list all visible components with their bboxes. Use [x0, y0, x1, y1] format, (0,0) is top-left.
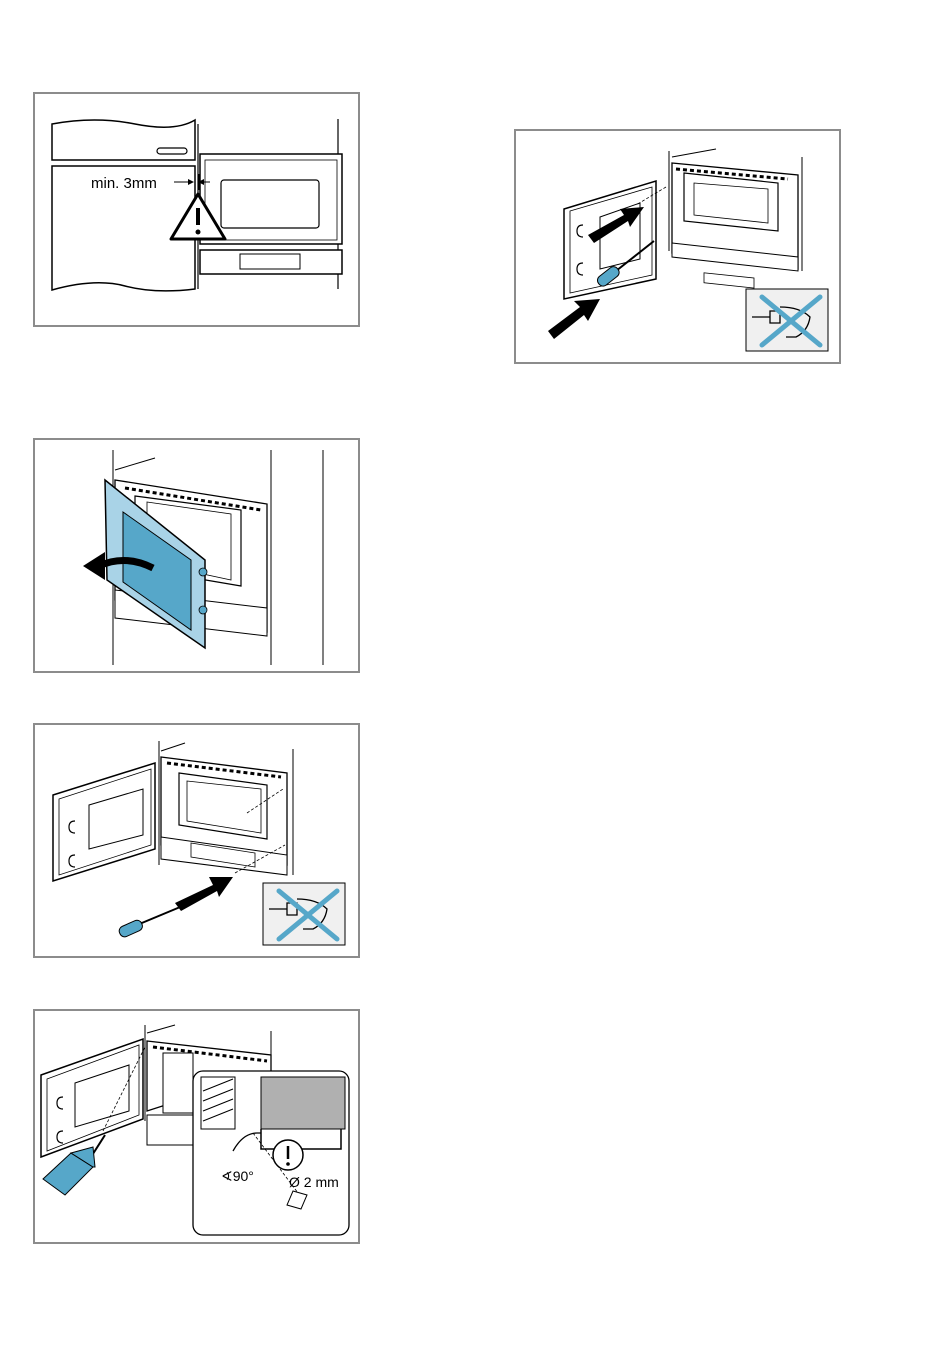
no-drill-icon [746, 289, 828, 351]
screwdriver-icon [118, 905, 185, 938]
angle-label: ∢90° [221, 1168, 254, 1184]
bottom-screw-illustration [35, 725, 358, 956]
figure-bottom-screw [33, 723, 360, 958]
figure-door-screw [514, 129, 841, 364]
gap-label: min. 3mm [91, 175, 157, 192]
figure-gap-warning: min. 3mm [33, 92, 360, 327]
predrill-illustration: ∢90° Ø 2 mm [35, 1011, 358, 1242]
no-drill-icon [263, 883, 345, 945]
diameter-label: Ø 2 mm [289, 1174, 339, 1190]
remove-door-illustration [35, 440, 358, 671]
door-screw-illustration [516, 131, 839, 362]
drill-detail-inset: ∢90° Ø 2 mm [193, 1071, 349, 1235]
figure-remove-door [33, 438, 360, 673]
gap-illustration: min. 3mm [35, 94, 358, 325]
figure-predrill: ∢90° Ø 2 mm [33, 1009, 360, 1244]
